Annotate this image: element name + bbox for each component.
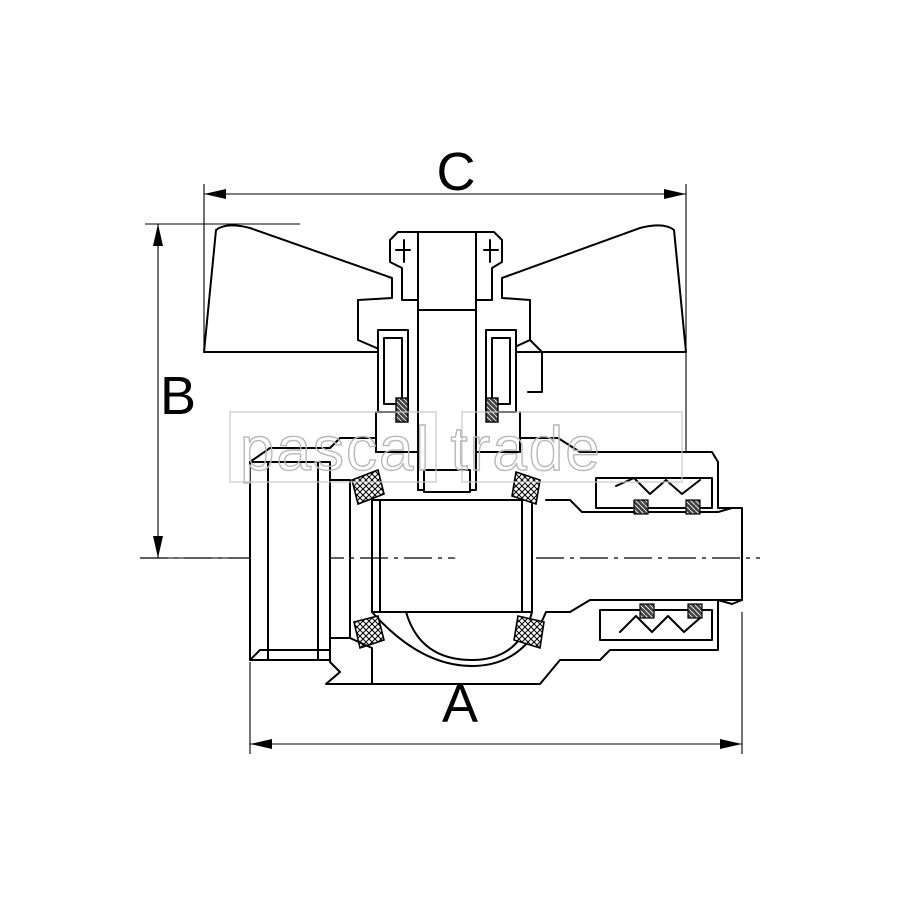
dimension-b-label: B: [160, 366, 196, 426]
butterfly-handle: [203, 224, 687, 393]
dimension-c-label: C: [437, 142, 476, 202]
watermark: pascal trade: [229, 411, 683, 485]
valve-body: [249, 437, 743, 685]
dimension-b: B: [145, 223, 300, 559]
watermark-text: pascal trade: [240, 415, 602, 484]
dimension-c: C: [203, 142, 687, 452]
compression-fitting: [595, 477, 743, 641]
